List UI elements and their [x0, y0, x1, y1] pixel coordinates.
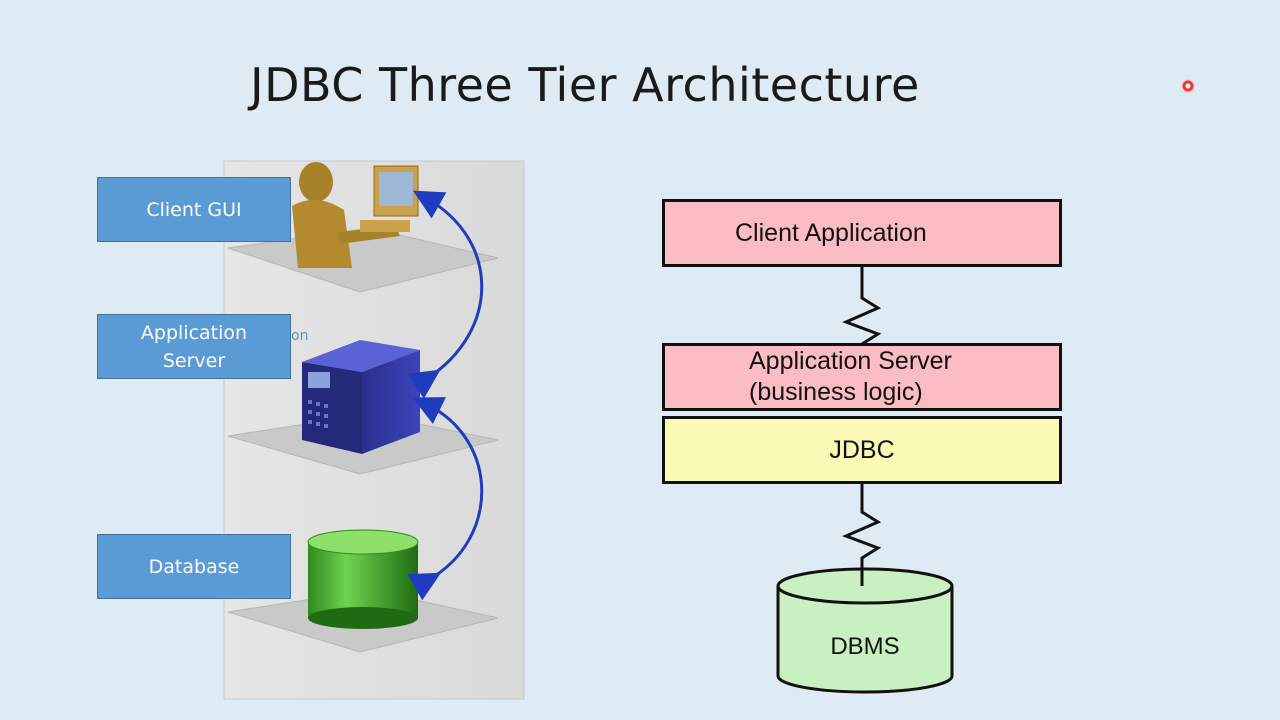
laser-pointer-icon — [1181, 79, 1195, 93]
jdbc-dbms-connector — [842, 482, 882, 582]
dbms-cylinder — [776, 567, 954, 694]
application-server-box: Application Server (business logic) — [662, 343, 1062, 411]
database-cylinder-icon — [307, 529, 419, 629]
server-database-arrow — [407, 397, 484, 601]
client-server-arrow — [407, 190, 484, 399]
application-server-title: Application Server — [749, 347, 952, 375]
user-at-computer-icon — [292, 162, 419, 268]
dbms-label: DBMS — [830, 633, 899, 660]
server-icon — [302, 340, 420, 454]
application-server-label: Application Server — [97, 314, 291, 379]
jdbc-label: JDBC — [829, 435, 895, 464]
business-logic-label: (business logic) — [749, 378, 923, 406]
client-application-box: Client Application — [662, 199, 1062, 267]
slide-title: JDBC Three Tier Architecture — [250, 58, 920, 112]
jdbc-box: JDBC — [662, 416, 1062, 484]
faded-label-fragment: on — [291, 328, 308, 344]
client-application-label: Client Application — [735, 218, 927, 247]
client-gui-label: Client GUI — [97, 177, 291, 242]
client-server-connector — [842, 266, 882, 346]
database-label: Database — [97, 534, 291, 599]
